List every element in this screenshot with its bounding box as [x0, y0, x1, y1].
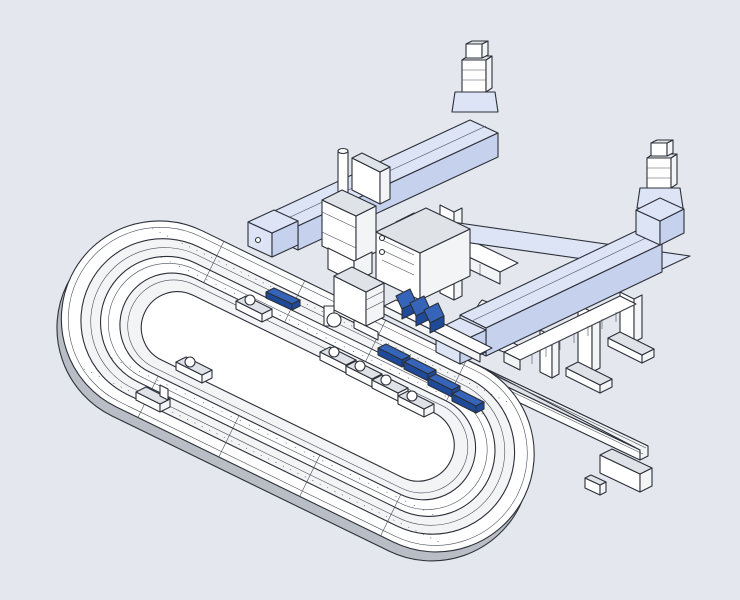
servo-motor-left	[451, 40, 499, 113]
end-cap-rear-left	[247, 209, 299, 258]
pneumatic-cylinder	[351, 152, 391, 205]
mover-5	[397, 389, 485, 418]
movers	[135, 287, 485, 418]
rail-end-block	[599, 448, 653, 493]
y-axis-carriage	[375, 207, 471, 301]
oval-track	[56, 220, 535, 562]
gripper-jaw	[323, 305, 379, 341]
gripper-housing	[333, 266, 385, 327]
end-cap-front-right	[635, 197, 685, 246]
mover-6	[135, 356, 213, 413]
rail-foot	[584, 474, 607, 496]
z-slide-body	[321, 189, 377, 263]
parts-station	[383, 288, 493, 363]
z-axis-head	[321, 147, 391, 341]
gantry-beam-front	[379, 197, 691, 365]
blue-part-3	[423, 302, 445, 334]
mover-1	[235, 287, 301, 323]
z-axis-motor	[337, 147, 349, 197]
